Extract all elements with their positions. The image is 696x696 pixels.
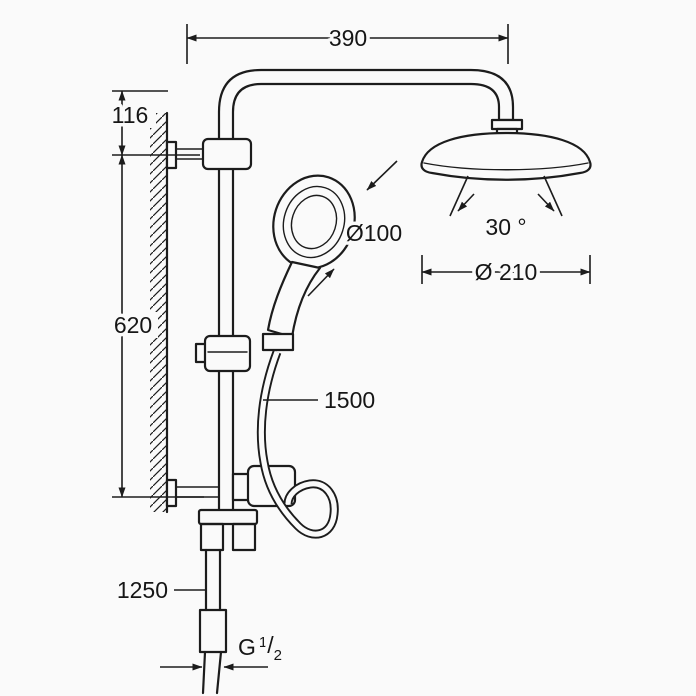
dim-116-label: 116 (112, 102, 149, 128)
wall (150, 111, 169, 514)
supply-hose (198, 548, 228, 695)
holder-collar (201, 137, 253, 171)
head-rim-line (423, 162, 589, 171)
dim-rail-620: 620 (108, 154, 204, 498)
dim-hose-1500: 1500 (263, 384, 379, 417)
wall-bracket-top (165, 137, 253, 171)
hose-ferrule (198, 608, 228, 654)
dim-supply-1250: 1250 (113, 574, 205, 607)
dim-offset-116: 116 (106, 90, 200, 156)
diverter (231, 464, 297, 508)
head-shower (420, 118, 592, 181)
dim-handshower-d100: Ø100 (307, 160, 406, 297)
dim-390-label: 390 (329, 25, 367, 51)
slider-body (203, 334, 252, 373)
connector-nut-left (199, 522, 225, 552)
dim-headshower-d210: Ø 210 (421, 255, 591, 289)
dim-width-390: 390 (186, 22, 509, 64)
connector-nut-right (231, 522, 257, 552)
dim-1500-label: 1500 (324, 387, 375, 413)
handle-connector (261, 332, 295, 352)
bracket-wall-plate (165, 478, 178, 508)
head-stem-flange (490, 118, 524, 131)
shower-hose (256, 350, 339, 539)
rail-bottom-connectors (197, 508, 259, 552)
wall-bracket-bottom (165, 478, 220, 508)
hand-shower-handle (266, 260, 322, 339)
dim-d100-label: Ø100 (346, 220, 402, 246)
wall-hatching (150, 113, 167, 512)
dim-d210-label: Ø 210 (475, 259, 538, 285)
manifold-block (197, 508, 259, 526)
dim-620-label: 620 (114, 312, 152, 338)
head-shower-body (420, 131, 592, 181)
rail-slider (194, 334, 252, 373)
hand-shower (261, 174, 356, 352)
spray-face (290, 194, 338, 250)
dim-angle-30: 30 ° (449, 175, 563, 244)
dim-1250-label: 1250 (117, 577, 168, 603)
dim-30-label: 30 ° (485, 214, 526, 240)
